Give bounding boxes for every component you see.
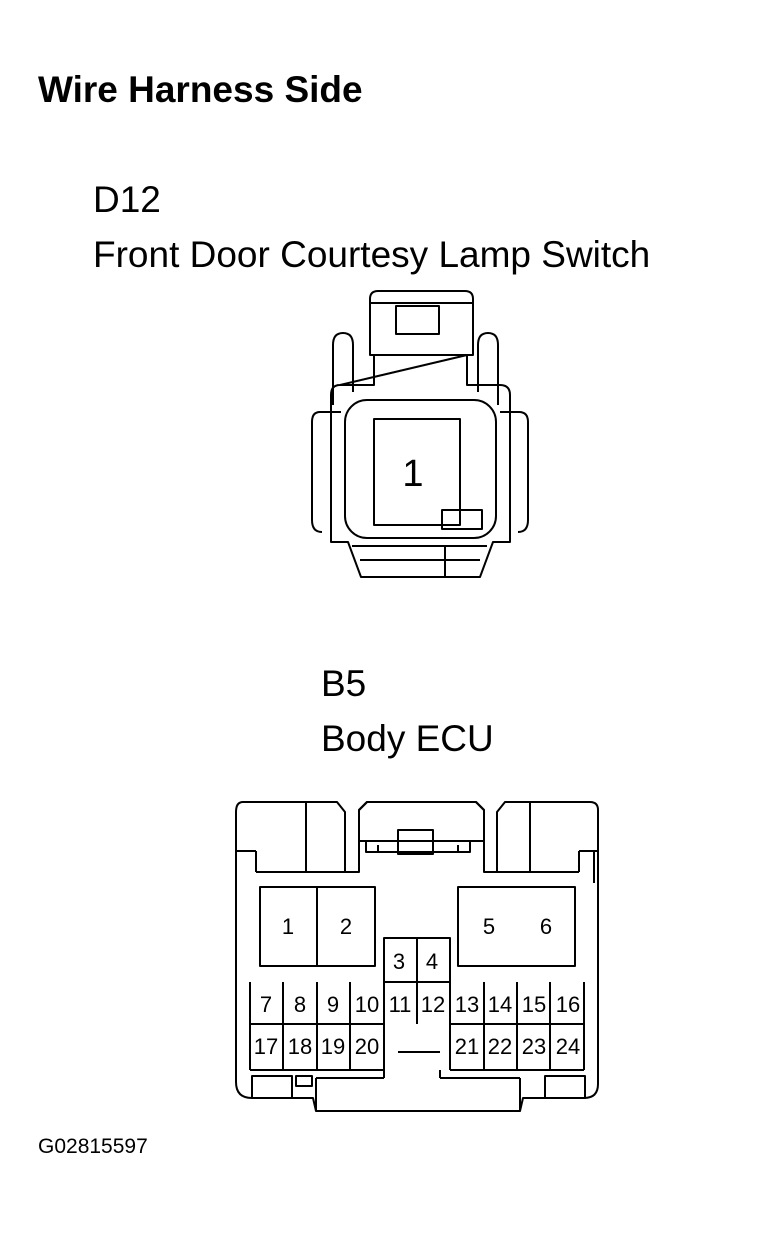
b5-pin-label-16: 16 [556,992,580,1017]
d12-lock-tab [441,509,483,530]
d12-pin-label-1: 1 [402,453,423,495]
b5-pin-label-22: 22 [488,1034,512,1059]
b5-connector-name: Body ECU [321,718,494,759]
b5-connector [235,801,599,1112]
b5-pin-label-18: 18 [288,1034,312,1059]
d12-connector [311,290,529,578]
b5-pin-label-12: 12 [421,992,445,1017]
b5-pin-label-5: 5 [483,914,495,939]
d12-pin-1-cavity [373,418,461,526]
b5-pin-label-2: 2 [340,914,352,939]
b5-pin-label-20: 20 [355,1034,379,1059]
b5-pin-label-15: 15 [522,992,546,1017]
diagram-title: Wire Harness Side [38,69,363,110]
d12-connector-name: Front Door Courtesy Lamp Switch [93,234,651,275]
b5-pin-label-9: 9 [327,992,339,1017]
b5-pin-label-21: 21 [455,1034,479,1059]
b5-pin-label-24: 24 [556,1034,580,1059]
d12-connector-code: D12 [93,179,161,220]
b5-pin-label-23: 23 [522,1034,546,1059]
b5-pin-label-14: 14 [488,992,512,1017]
b5-pin-label-6: 6 [540,914,552,939]
b5-pin-label-11: 11 [389,992,412,1017]
b5-pins-5-6-cavity [457,886,576,967]
b5-pin-label-13: 13 [455,992,479,1017]
b5-pin-label-7: 7 [260,992,272,1017]
b5-pin-label-17: 17 [254,1034,278,1059]
b5-pin-label-3: 3 [393,949,405,974]
b5-pin-label-8: 8 [294,992,306,1017]
b5-pin-label-4: 4 [426,949,438,974]
b5-connector-code: B5 [321,663,367,704]
b5-pin-label-1: 1 [282,914,294,939]
b5-pin-label-19: 19 [321,1034,345,1059]
figure-id: G02815597 [38,1135,148,1158]
b5-pin-label-10: 10 [355,992,379,1017]
